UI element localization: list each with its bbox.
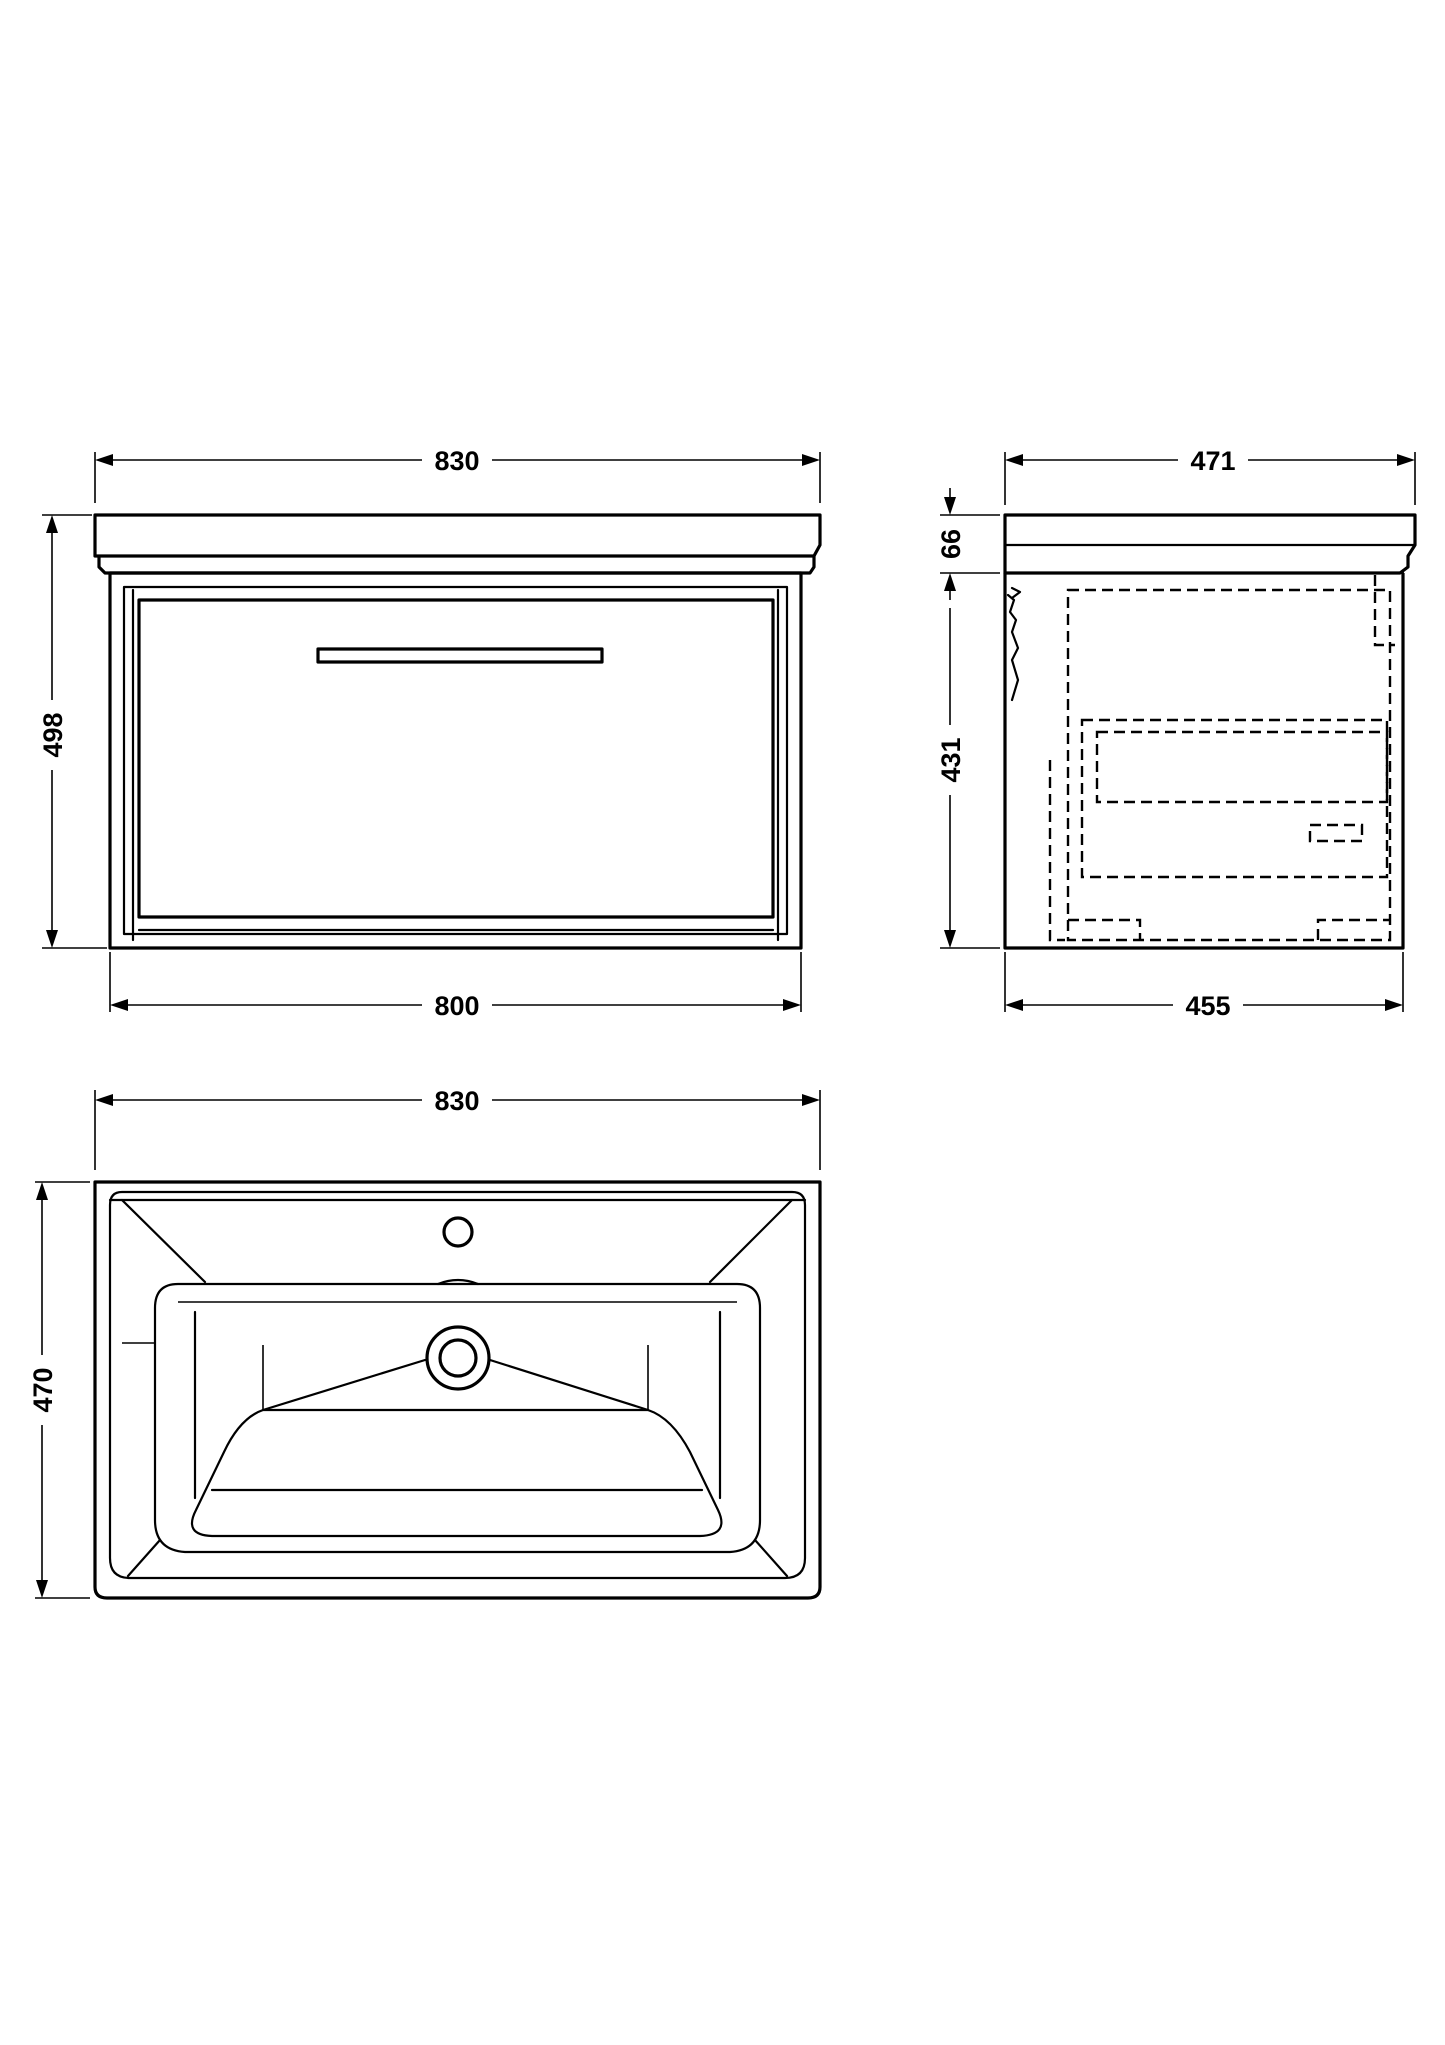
dim-front-top-width: 830	[94, 446, 821, 503]
plan-waste-outer	[425, 1325, 491, 1391]
dim-side-basin-height: 66	[936, 488, 1000, 600]
dim-front-height: 498	[38, 514, 107, 949]
plan-overflow-slot	[436, 1278, 480, 1286]
side-wall-bracket	[1006, 593, 1020, 702]
side-hidden-foot-left	[1068, 918, 1142, 940]
side-hidden-handle	[1308, 823, 1364, 843]
side-hidden-back-leg	[1373, 575, 1395, 647]
front-cabinet-inner	[122, 585, 789, 936]
dim-label-front-height: 498	[38, 712, 68, 757]
plan-inner-rim	[108, 1190, 807, 1580]
dim-side-top-depth: 471	[1004, 446, 1416, 505]
front-drawer	[137, 598, 775, 919]
side-hidden-foot-right	[1316, 918, 1390, 940]
dim-label-side-body-depth: 455	[1185, 991, 1230, 1021]
dim-side-body-height: 431	[936, 608, 1000, 949]
plan-bowl	[153, 1282, 762, 1554]
dim-side-body-depth: 455	[1004, 952, 1404, 1021]
front-drawer-handle	[316, 647, 604, 664]
side-hidden-carcass	[1066, 588, 1392, 942]
dim-label-front-top-width: 830	[434, 446, 479, 476]
plan-basin-outline	[93, 1180, 822, 1600]
plan-corner-tr	[708, 1198, 794, 1284]
dim-label-plan-width: 830	[434, 1086, 479, 1116]
front-basin-lip	[97, 556, 816, 575]
plan-slope-right	[488, 1358, 650, 1412]
dim-label-side-top-depth: 471	[1190, 446, 1235, 476]
side-hidden-front-runner	[1048, 760, 1065, 942]
side-hidden-drawer-box	[1080, 718, 1389, 879]
plan-waste-inner	[438, 1338, 478, 1378]
plan-corner-tl	[120, 1198, 207, 1284]
dim-plan-width: 830	[94, 1086, 821, 1170]
dim-label-plan-depth: 470	[28, 1367, 58, 1412]
side-cabinet-body	[1003, 573, 1405, 950]
dim-label-side-basin-height: 66	[936, 529, 966, 559]
plan-corner-bl	[126, 1538, 162, 1578]
dim-label-front-body-width: 800	[434, 991, 479, 1021]
front-elevation	[93, 513, 822, 950]
plan-tap-hole	[442, 1216, 474, 1248]
dim-label-side-body-height: 431	[936, 737, 966, 782]
plan-slope-left	[261, 1358, 427, 1412]
side-elevation	[1003, 513, 1417, 950]
dim-plan-depth: 470	[28, 1181, 90, 1599]
plan-view	[93, 1180, 822, 1600]
front-cabinet-outer	[108, 571, 803, 950]
side-bracket-hook	[1010, 586, 1022, 600]
plan-bowl-floor	[191, 1408, 723, 1538]
side-hidden-drawer-inner	[1095, 730, 1389, 804]
dim-front-body-width: 800	[109, 952, 802, 1021]
plan-corner-br	[753, 1538, 789, 1578]
front-basin-rim	[93, 513, 822, 558]
